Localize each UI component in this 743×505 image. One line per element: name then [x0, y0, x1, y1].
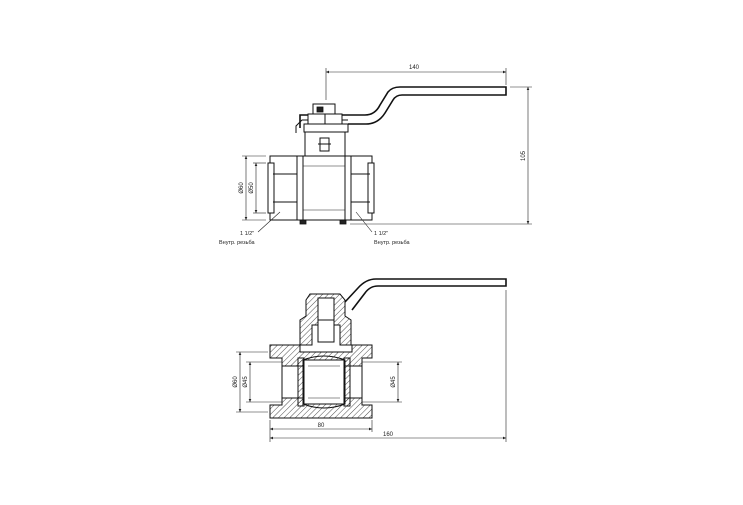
dim-outer-diameter-bottom: Ø60 — [233, 376, 239, 388]
top-view: 140 105 Ø60 Ø50 — [239, 65, 532, 233]
handle-top — [299, 86, 507, 128]
dim-half-length: 80 — [318, 423, 325, 429]
callout-left-thread-type: Внутр. резьба — [219, 240, 255, 246]
dim-bore-diameter-left: Ø45 — [243, 376, 249, 388]
dim-inner-diameter-top: Ø50 — [249, 182, 255, 194]
bottom-view: Ø60 Ø45 Ø45 80 160 — [233, 278, 507, 442]
valve-body-top — [269, 155, 373, 221]
handle-bottom — [344, 278, 507, 311]
dim-overall-height: 105 — [521, 150, 527, 161]
callout-left-thread-size: 1 1/2" — [240, 231, 254, 237]
callout-right-thread-size: 1 1/2" — [374, 231, 388, 237]
dim-bore-diameter-right: Ø45 — [391, 376, 397, 388]
stem-nut-top — [312, 103, 336, 115]
dim-outer-diameter-top: Ø60 — [239, 182, 245, 194]
dim-handle-length: 140 — [409, 65, 420, 71]
callout-right-thread-type: Внутр. резьба — [374, 240, 410, 246]
dim-overall-length: 160 — [383, 432, 394, 438]
ball — [302, 359, 346, 405]
